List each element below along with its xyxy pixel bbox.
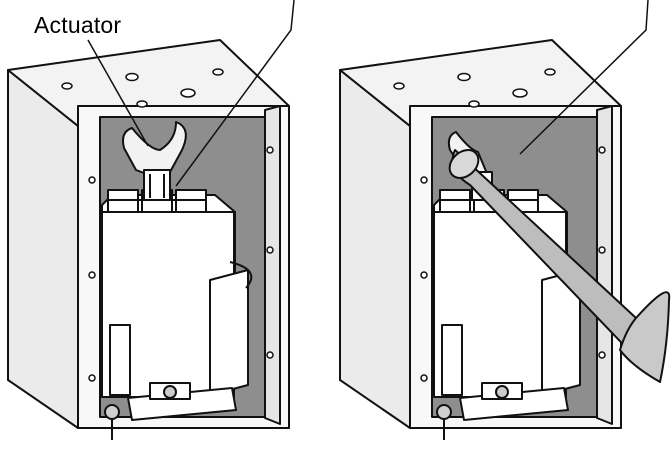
left-device <box>101 189 253 398</box>
right-screws <box>420 146 606 382</box>
right-device <box>433 189 585 398</box>
right-top-holes <box>393 68 556 108</box>
right-enclosure-side <box>339 69 411 429</box>
left-enclosure-door-frame <box>264 105 281 425</box>
inserted-pipe <box>448 149 671 383</box>
right-enclosure-door-frame <box>596 105 613 425</box>
pipe-cut-end <box>619 291 671 383</box>
left-actuator <box>122 121 187 201</box>
left-base <box>104 382 237 440</box>
left-top-holes <box>61 68 224 108</box>
right-callout-line <box>519 0 649 155</box>
left-screws <box>88 146 274 382</box>
pipe-top-end <box>448 149 480 179</box>
left-enclosure-side <box>7 69 79 429</box>
right-base <box>436 382 569 440</box>
actuator-label: Actuator <box>34 12 122 38</box>
left-callout-lines <box>87 0 295 187</box>
